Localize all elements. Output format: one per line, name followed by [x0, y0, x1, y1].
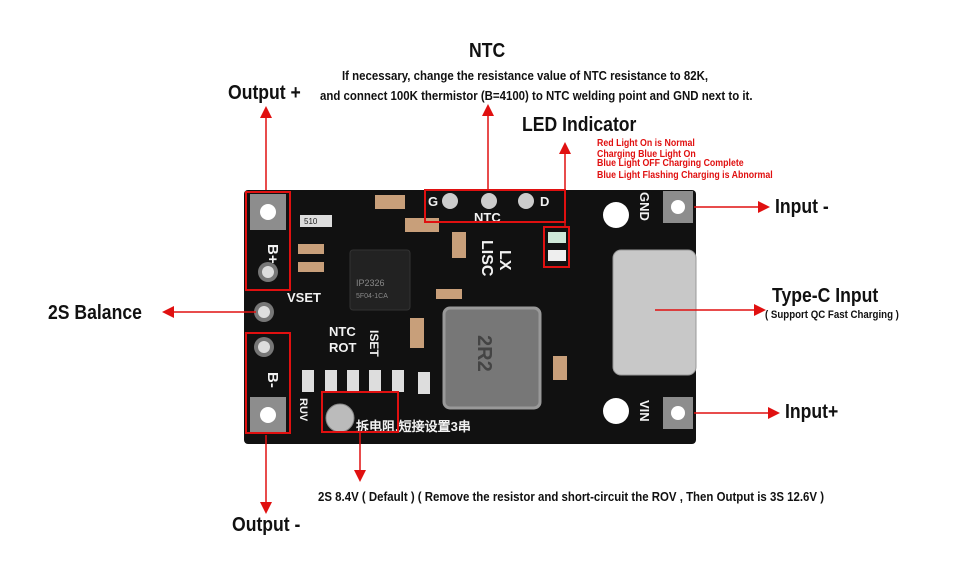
led-note: Charging Blue Light On: [597, 149, 696, 160]
board-shape: [603, 398, 629, 424]
silkscreen-label: NTC: [329, 324, 356, 339]
board-shape: [258, 306, 270, 318]
led-note: Red Light On is Normal: [597, 138, 695, 149]
ntc-note-line2: and connect 100K thermistor (B=4100) to …: [320, 88, 753, 103]
led-note: Blue Light Flashing Charging is Abnormal: [597, 170, 773, 181]
silkscreen-label: VSET: [287, 290, 321, 305]
board-shape: [553, 356, 567, 380]
pcb-board: B+ B- VSET NTC ROT ISET G D NTC LX LISC …: [244, 190, 697, 444]
silkscreen-label: RUV: [297, 398, 309, 422]
silkscreen-label: ROT: [329, 340, 357, 355]
board-shape: [436, 289, 462, 299]
silkscreen-label: B+: [264, 244, 281, 264]
board-shape: [347, 370, 359, 392]
silkscreen-label: D: [540, 194, 549, 209]
board-shape: [442, 193, 458, 209]
input-plus-label: Input+: [785, 401, 839, 423]
board-shape: [260, 204, 276, 220]
board-shape: [410, 318, 424, 348]
board-shape: [258, 341, 270, 353]
ntc-note-line1: If necessary, change the resistance valu…: [342, 68, 709, 83]
board-shape: [245, 332, 291, 434]
typec-subtitle: ( Support QC Fast Charging ): [765, 309, 899, 321]
board-shape: [518, 193, 534, 209]
silkscreen-label: LX: [496, 250, 513, 271]
board-shape: [375, 195, 405, 209]
output-plus-label: Output +: [228, 82, 301, 104]
rov-note: 2S 8.4V ( Default ) ( Remove the resisto…: [318, 489, 825, 504]
board-shape: [548, 232, 566, 243]
silkscreen-label: IP2326: [356, 278, 385, 288]
silkscreen-label: 拆电阻,短接设置3串: [356, 419, 471, 434]
board-shape: [245, 191, 291, 291]
balance-label: 2S Balance: [48, 302, 142, 324]
inductor: [442, 306, 542, 410]
silkscreen-label: LISC: [478, 240, 495, 277]
board-shape: [302, 370, 314, 392]
board-shape: [325, 403, 355, 433]
silkscreen-label: 510: [304, 217, 318, 226]
callout-arrows: [162, 104, 780, 514]
ntc-title: NTC: [469, 40, 506, 62]
board-shape: [603, 202, 629, 228]
input-minus-label: Input -: [775, 196, 829, 218]
output-minus-label: Output -: [232, 514, 301, 536]
board-shape: [418, 372, 430, 394]
silkscreen-label: 2R2: [473, 335, 495, 372]
board-shape: [671, 406, 685, 420]
board-shape: [262, 266, 274, 278]
board-shape: [260, 407, 276, 423]
board-shape: [369, 370, 381, 392]
board-shape: [548, 250, 566, 261]
board-shape: [452, 232, 466, 258]
board-shape: [671, 200, 685, 214]
typec-title: Type-C Input: [772, 285, 879, 307]
silkscreen-label: G: [428, 194, 438, 209]
silkscreen-label: B-: [264, 372, 281, 388]
board-shape: [298, 244, 324, 254]
board-shape: [300, 215, 332, 227]
board-shape: [298, 262, 324, 272]
board-shape: [481, 193, 497, 209]
typec-connector: [612, 249, 697, 376]
silkscreen-label: GND: [637, 192, 652, 221]
board-shape: [543, 226, 570, 268]
silkscreen-label: 5F04-1CA: [356, 293, 388, 300]
board-shape: [325, 370, 337, 392]
led-indicator-title: LED Indicator: [522, 114, 637, 136]
silkscreen-label: ISET: [367, 330, 381, 357]
board-shape: [405, 218, 439, 232]
led-note: Blue Light OFF Charging Complete: [597, 158, 744, 169]
silkscreen-label: VIN: [637, 400, 652, 422]
ic-chip: [349, 249, 411, 311]
board-shape: [392, 370, 404, 392]
